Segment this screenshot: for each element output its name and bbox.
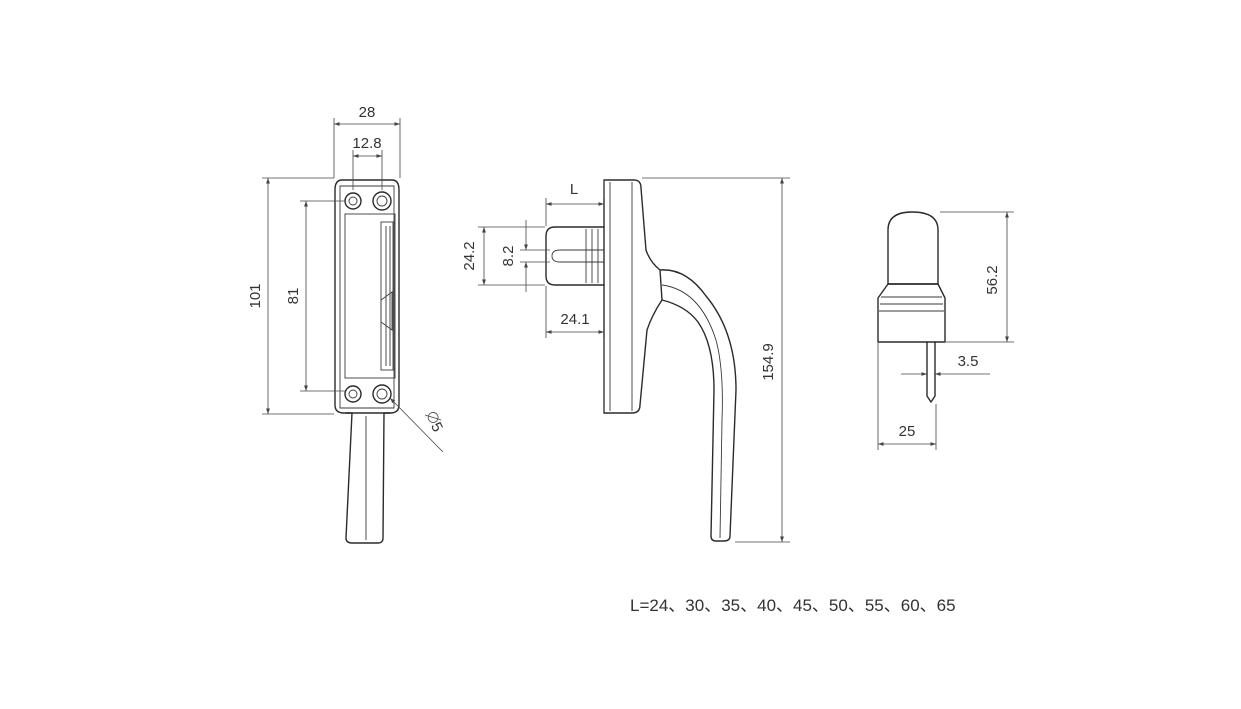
end-collar	[877, 283, 946, 343]
dim-24-2: 24.2	[461, 241, 478, 270]
dim-56-2: 56.2	[984, 265, 1001, 294]
front-base-inner	[339, 185, 395, 409]
front-rail	[380, 221, 394, 371]
screw-hole-bottom-right	[372, 384, 392, 404]
side-spindle	[545, 226, 605, 286]
side-handle	[659, 269, 737, 542]
screw-hole-top-left	[344, 192, 362, 210]
dim-8-2: 8.2	[500, 246, 517, 267]
front-recess	[344, 213, 396, 379]
end-spindle	[926, 341, 936, 403]
front-view: 28 12.8 101 81 5	[247, 104, 446, 544]
length-options-note: L=24、30、35、40、45、50、55、60、65	[630, 596, 956, 615]
end-cap	[887, 211, 939, 285]
screw-hole-top-right	[372, 191, 392, 211]
front-lever	[345, 412, 391, 544]
screw-hole-bottom-left	[344, 385, 362, 403]
dim-12-8: 12.8	[352, 135, 381, 152]
side-spindle-slot	[551, 249, 604, 263]
end-view: 56.2 3.5 25	[877, 211, 1014, 450]
dim-154-9: 154.9	[760, 343, 777, 381]
dim-diameter-5: 5	[424, 412, 446, 435]
dim-3-5: 3.5	[958, 353, 979, 370]
dim-81: 81	[285, 288, 302, 305]
side-base	[603, 179, 663, 414]
dim-101: 101	[247, 283, 264, 308]
dim-28: 28	[359, 104, 376, 121]
dim-24-1: 24.1	[560, 311, 589, 328]
dim-L: L	[570, 181, 578, 198]
side-view: L 24.2 8.2 24.1 154.9	[461, 177, 790, 543]
dim-25: 25	[899, 423, 916, 440]
